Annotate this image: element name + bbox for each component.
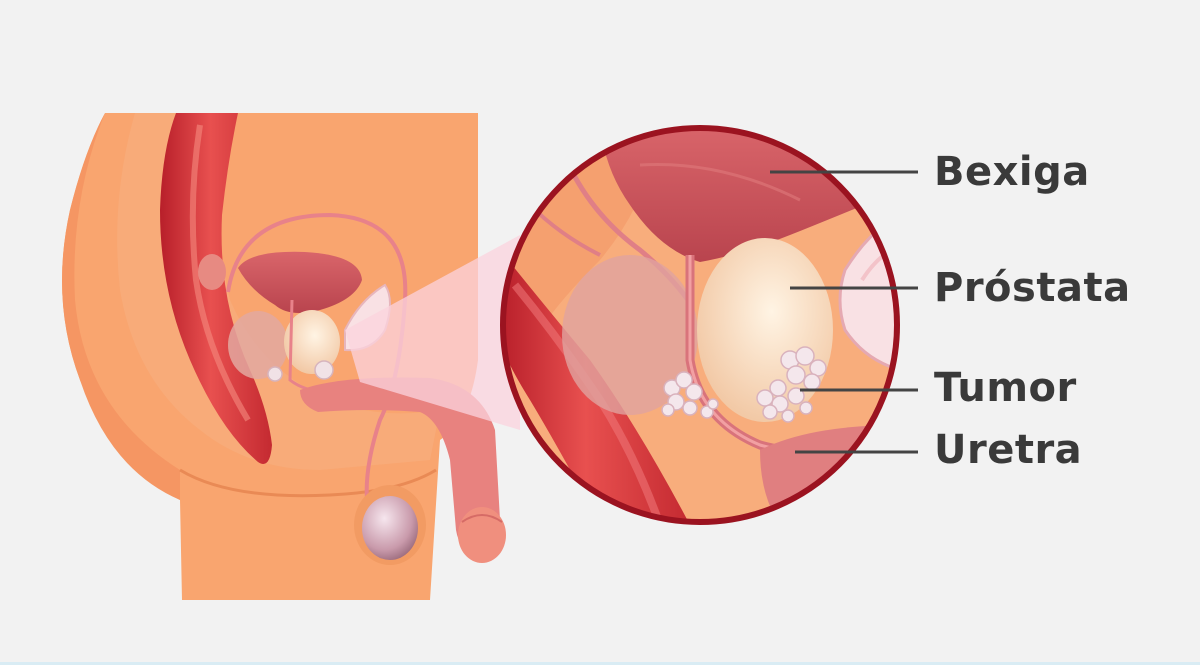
zoom-prostate-left [562, 255, 698, 415]
prostate-small-tumor-side [228, 311, 288, 379]
penis [300, 377, 500, 553]
body-cross-section [62, 113, 506, 600]
leader-lines [770, 170, 918, 454]
label-uretra: Uretra [934, 427, 1083, 473]
label-prostata: Próstata [934, 265, 1131, 311]
zoom-ring [500, 125, 900, 525]
seminal-vesicle [198, 254, 226, 290]
zoom-tumor-left [661, 371, 719, 419]
rectum-highlight [189, 124, 251, 422]
testis [362, 496, 418, 560]
label-bexiga: Bexiga [934, 149, 1090, 195]
zoom-tumor-right [756, 346, 827, 423]
thigh-outline [179, 468, 437, 498]
zoom-cone [345, 235, 520, 430]
prostate-small [284, 310, 340, 374]
zoomed-view [500, 125, 900, 525]
bladder [238, 251, 362, 314]
label-tumor: Tumor [934, 365, 1077, 411]
bottom-divider [0, 662, 1200, 665]
back-shading [62, 113, 180, 500]
glans [458, 507, 506, 563]
vas-deferens [226, 212, 408, 521]
